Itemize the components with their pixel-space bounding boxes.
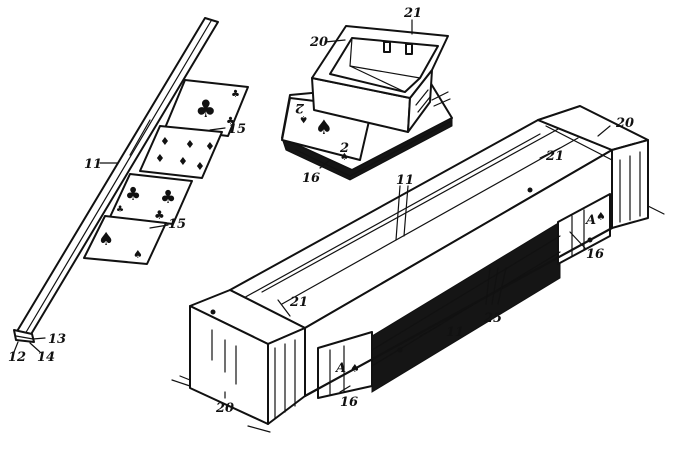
- club-icon: ♣: [154, 208, 165, 222]
- label-16-holder: 16: [302, 171, 320, 186]
- label-11-top: 11: [396, 173, 414, 188]
- club-icon: ♣: [160, 187, 176, 208]
- spade-icon: ♠: [315, 115, 333, 139]
- long-box-assembly: A A ♠ ♠: [171, 105, 665, 433]
- label-13: 13: [48, 332, 66, 347]
- label-12: 12: [8, 350, 26, 365]
- card-holder-assembly: ♠ 2 2 ♠ ♠ 20 21 16: [281, 6, 453, 186]
- diamond-icon: ♦: [155, 152, 165, 165]
- diamond-icon: ♦: [185, 138, 195, 151]
- playing-card-2: ♦ ♦ ♦ ♦ ♦ ♦: [139, 125, 223, 179]
- club-icon: ♣: [125, 184, 141, 205]
- label-21-left: 21: [289, 295, 308, 310]
- club-icon: ♣: [195, 95, 217, 123]
- card-mark-top: 2: [295, 100, 305, 115]
- club-icon: ♣: [116, 205, 124, 215]
- label-14: 14: [37, 350, 55, 365]
- label-21-right: 21: [545, 149, 564, 164]
- label-21-holder: 21: [403, 6, 422, 21]
- spade-icon: ♠: [98, 229, 114, 250]
- playing-card-3: ♣ ♣ ♣ ♣: [109, 173, 193, 225]
- spade-icon: ♠: [133, 248, 143, 261]
- strip-end: [13, 329, 35, 343]
- label-11-front: 11: [446, 325, 464, 340]
- label-16-right: 16: [586, 247, 604, 262]
- label-16-left: 16: [340, 395, 358, 410]
- card-mark-left: A: [334, 361, 346, 376]
- label-25: 25: [483, 311, 502, 326]
- card-mark-bottom: 2: [339, 141, 349, 156]
- club-icon: ♣: [226, 116, 235, 127]
- spade-icon: ♠: [596, 210, 606, 223]
- card-mark-right: A: [584, 213, 596, 228]
- left-end-cap-side: [267, 327, 306, 425]
- diamond-icon: ♦: [195, 160, 205, 173]
- diamond-icon: ♦: [205, 140, 215, 153]
- diamond-icon: ♦: [160, 135, 170, 148]
- playing-card-1: ♣ ♣ ♣: [164, 79, 249, 137]
- spade-icon: ♠: [340, 152, 349, 163]
- label-11-strip: 11: [84, 157, 102, 172]
- spade-icon: ♠: [299, 113, 308, 124]
- diamond-icon: ♦: [178, 155, 188, 168]
- playing-card-4: ♠ ♠: [83, 215, 167, 265]
- label-20-right: 20: [615, 116, 634, 131]
- card-strip-assembly: ♣ ♣ ♣ ♦ ♦ ♦ ♦ ♦ ♦ ♣ ♣ ♣ ♣ ♠ ♠: [8, 17, 249, 365]
- label-20-left: 20: [215, 401, 234, 416]
- label-20-holder: 20: [309, 35, 328, 50]
- label-15-lower: 15: [168, 217, 186, 232]
- label-15-upper: 15: [228, 122, 246, 137]
- club-icon: ♣: [231, 89, 240, 100]
